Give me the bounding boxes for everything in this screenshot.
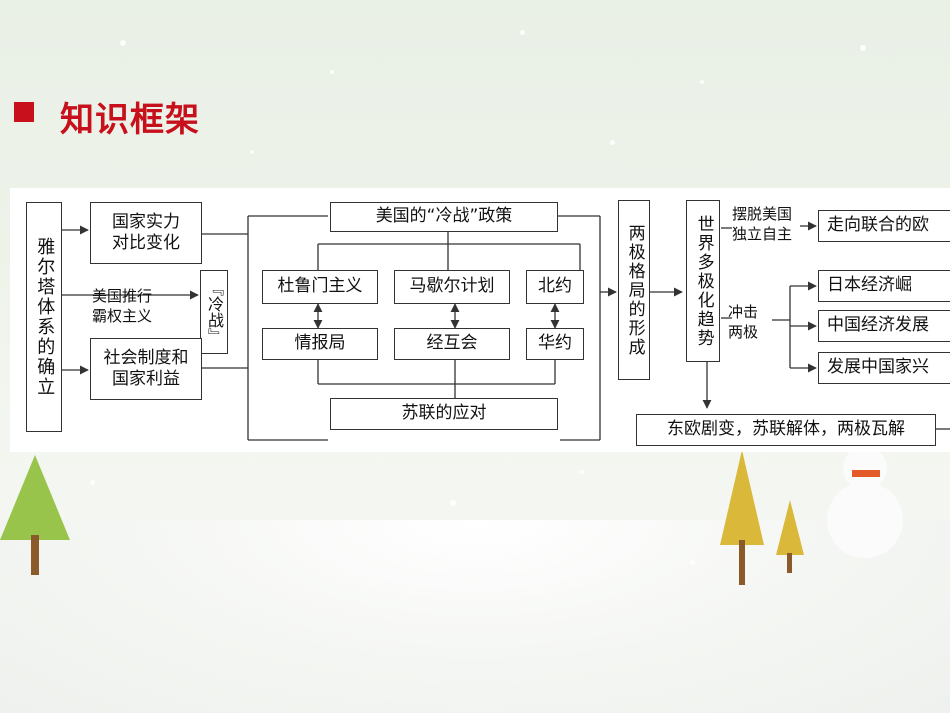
japan-economy-box: 日本经济崛 xyxy=(818,270,950,302)
break-away-label: 摆脱美国 独立自主 xyxy=(732,205,793,244)
yalta-system-box: 雅尔塔体系的确立 xyxy=(26,202,62,432)
nato-box: 北约 xyxy=(526,270,584,304)
connector-lines xyxy=(62,215,950,441)
us-hegemony-label: 美国推行 霸权主义 xyxy=(92,287,153,326)
national-strength-box: 国家实力 对比变化 xyxy=(90,202,202,264)
warsaw-pact-box: 华约 xyxy=(526,328,584,360)
cominform-box: 情报局 xyxy=(262,328,378,360)
collapse-box: 东欧剧变，苏联解体，两极瓦解 xyxy=(636,414,936,446)
cold-war-box: 『冷战』 xyxy=(200,270,228,354)
knowledge-framework-diagram: 雅尔塔体系的确立 国家实力 对比变化 美国推行 霸权主义 『冷战』 社会制度和 … xyxy=(10,188,950,452)
page-title: 知识框架 xyxy=(60,100,200,140)
multipolar-trend-box: 世界多极化趋势 xyxy=(686,200,720,362)
us-cold-war-policy-box: 美国的“冷战”政策 xyxy=(330,202,558,232)
europe-union-box: 走向联合的欧 xyxy=(818,210,950,242)
title-bullet-square xyxy=(14,102,34,122)
china-economy-box: 中国经济发展 xyxy=(818,310,950,342)
social-system-box: 社会制度和 国家利益 xyxy=(90,338,202,400)
marshall-plan-box: 马歇尔计划 xyxy=(394,270,510,304)
truman-doctrine-box: 杜鲁门主义 xyxy=(262,270,378,304)
bipolar-formation-box: 两极格局的形成 xyxy=(618,200,650,380)
impact-bipolar-label: 冲击 两极 xyxy=(728,303,759,342)
developing-countries-box: 发展中国家兴 xyxy=(818,352,950,384)
comecon-box: 经互会 xyxy=(394,328,510,360)
soviet-response-box: 苏联的应对 xyxy=(330,398,558,430)
